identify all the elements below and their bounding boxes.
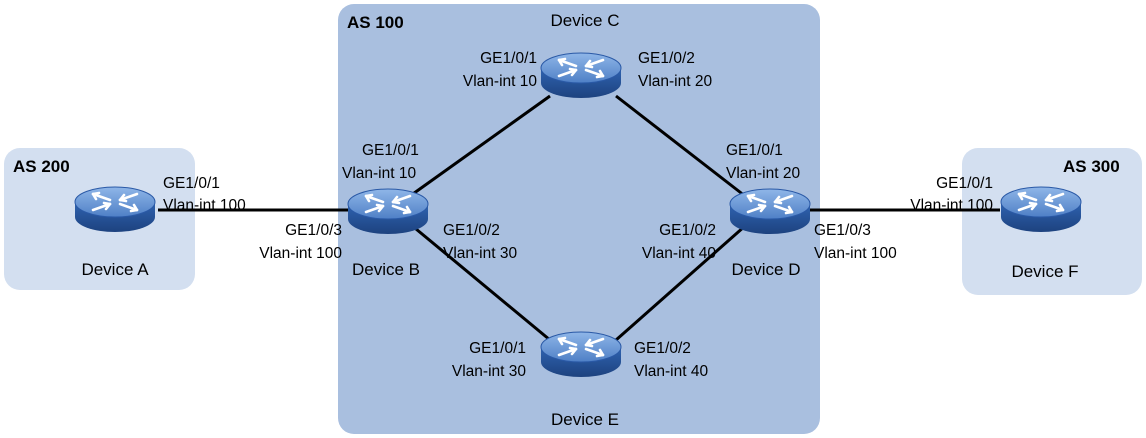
- device-b-bot-ge-label: GE1/0/2: [443, 222, 500, 239]
- device-b-router-icon[interactable]: [346, 187, 430, 236]
- device-c-name: Device C: [551, 11, 620, 30]
- device-b-top-ge-label: GE1/0/1: [362, 142, 419, 159]
- device-f-name: Device F: [1011, 262, 1078, 281]
- as-100-region: [338, 4, 820, 434]
- device-b-left-vlan-label: Vlan-int 100: [259, 245, 342, 262]
- device-d-right-ge-label: GE1/0/3: [814, 222, 871, 239]
- device-e-right-ge-label: GE1/0/2: [634, 340, 691, 357]
- as-200-label: AS 200: [13, 157, 70, 176]
- device-f-vlan-label: Vlan-int 100: [910, 197, 993, 214]
- device-d-right-vlan-label: Vlan-int 100: [814, 245, 897, 262]
- device-e-left-ge-label: GE1/0/1: [469, 340, 526, 357]
- device-d-left-ge-label: GE1/0/2: [659, 222, 716, 239]
- device-b-top-vlan-label: Vlan-int 10: [342, 165, 416, 182]
- device-e-right-vlan-label: Vlan-int 40: [634, 363, 708, 380]
- device-d-name: Device D: [732, 260, 801, 279]
- device-d-left-vlan-label: Vlan-int 40: [642, 245, 716, 262]
- as-100-label: AS 100: [347, 13, 404, 32]
- device-c-left-vlan-label: Vlan-int 10: [463, 73, 537, 90]
- device-c-left-ge-label: GE1/0/1: [480, 50, 537, 67]
- device-a-router-icon[interactable]: [73, 185, 157, 234]
- device-d-top-vlan-label: Vlan-int 20: [726, 165, 800, 182]
- device-e-router-icon[interactable]: [539, 330, 623, 379]
- link-e-d: [615, 224, 746, 342]
- device-f-ge-label: GE1/0/1: [936, 175, 993, 192]
- as-300-label: AS 300: [1063, 157, 1120, 176]
- device-a-name: Device A: [81, 260, 149, 279]
- device-b-name: Device B: [352, 260, 420, 279]
- link-b-e: [409, 222, 551, 342]
- device-a-vlan-label: Vlan-int 100: [163, 197, 246, 214]
- device-e-name: Device E: [551, 410, 619, 429]
- link-b-c: [409, 94, 551, 198]
- device-b-bot-vlan-label: Vlan-int 30: [443, 245, 517, 262]
- device-b-left-ge-label: GE1/0/3: [285, 222, 342, 239]
- device-e-left-vlan-label: Vlan-int 30: [452, 363, 526, 380]
- device-c-router-icon[interactable]: [539, 51, 623, 100]
- device-f-router-icon[interactable]: [999, 185, 1083, 234]
- device-a-ge-label: GE1/0/1: [163, 175, 220, 192]
- device-c-right-vlan-label: Vlan-int 20: [638, 73, 712, 90]
- device-c-right-ge-label: GE1/0/2: [638, 50, 695, 67]
- link-c-d: [615, 94, 746, 198]
- device-d-top-ge-label: GE1/0/1: [726, 142, 783, 159]
- device-d-router-icon[interactable]: [728, 187, 812, 236]
